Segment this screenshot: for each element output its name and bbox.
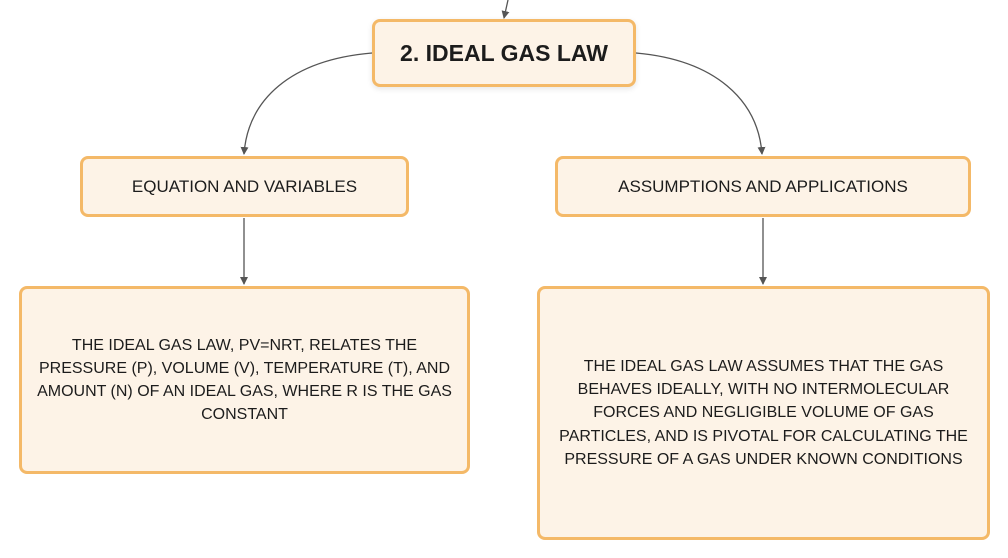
branch-node-equation-and-variables[interactable]: EQUATION AND VARIABLES [80, 156, 409, 217]
detail-node-equation[interactable]: THE IDEAL GAS LAW, PV=NRT, RELATES THE P… [19, 286, 470, 474]
branch-node-label: ASSUMPTIONS AND APPLICATIONS [618, 176, 908, 196]
branch-node-label: EQUATION AND VARIABLES [131, 176, 358, 196]
connector-root-to-assumptions [635, 52, 766, 155]
connector-root-to-equation [240, 52, 373, 155]
connector-parent-to-root [501, 0, 510, 19]
detail-node-assumptions[interactable]: THE IDEAL GAS LAW ASSUMES THAT THE GAS B… [537, 286, 990, 540]
detail-node-text: THE IDEAL GAS LAW, PV=NRT, RELATES THE P… [37, 336, 452, 424]
root-node-title: 2. IDEAL GAS LAW [400, 39, 608, 66]
detail-node-text: THE IDEAL GAS LAW ASSUMES THAT THE GAS B… [559, 358, 968, 468]
root-node-ideal-gas-law[interactable]: 2. IDEAL GAS LAW [372, 19, 636, 87]
branch-node-assumptions-and-applications[interactable]: ASSUMPTIONS AND APPLICATIONS [555, 156, 971, 217]
